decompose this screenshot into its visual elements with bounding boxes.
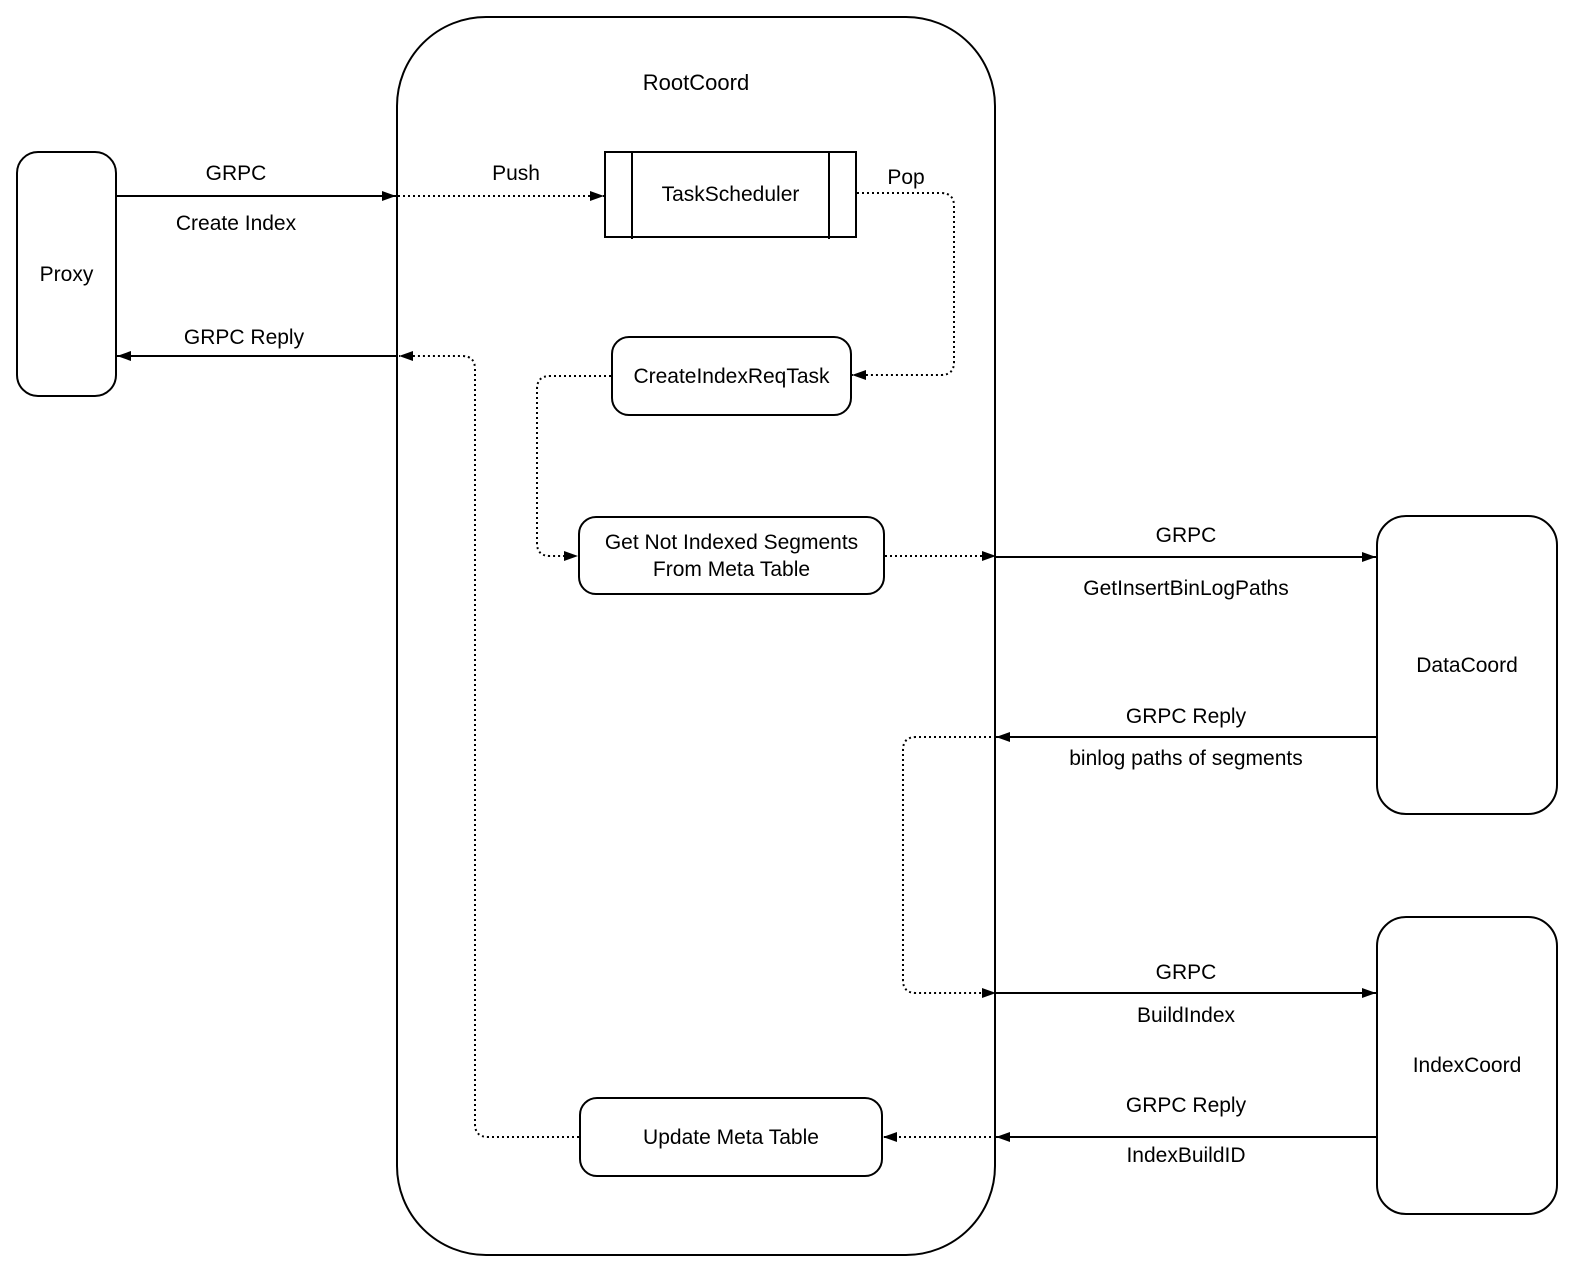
task-scheduler-node: TaskScheduler xyxy=(604,150,857,239)
label-getinsertbinlog-line2: GetInsertBinLogPaths xyxy=(1079,577,1293,601)
create-index-req-task-label: CreateIndexReqTask xyxy=(633,364,830,388)
proxy-label: Proxy xyxy=(39,262,94,286)
get-not-indexed-segments-node: Get Not Indexed Segments From Meta Table xyxy=(578,516,885,595)
edge-pop xyxy=(852,192,955,380)
task-scheduler-label: TaskScheduler xyxy=(661,183,800,206)
index-coord-label: IndexCoord xyxy=(1412,1054,1522,1077)
label-reply-binlog-line2: binlog paths of segments xyxy=(1065,747,1307,771)
label-grpc-reply-proxy: GRPC Reply xyxy=(179,326,309,350)
update-meta-table-node: Update Meta Table xyxy=(579,1097,883,1177)
task-scheduler-right-bar xyxy=(828,150,830,239)
get-not-indexed-segments-label-line1: Get Not Indexed Segments xyxy=(604,530,859,554)
proxy-node: Proxy xyxy=(16,151,117,397)
label-buildindex-line2: BuildIndex xyxy=(1132,1004,1240,1028)
label-reply-indexbuild-line2: IndexBuildID xyxy=(1122,1144,1250,1168)
label-grpc-create-index-line1: GRPC xyxy=(201,162,271,186)
task-scheduler-left-bar xyxy=(631,150,633,239)
edge-update-meta-to-boundary xyxy=(399,351,579,1138)
edge-binlog-to-buildindex-connector xyxy=(902,736,996,998)
label-grpc-create-index-line2: Create Index xyxy=(171,212,301,236)
rootcoord-title: RootCoord xyxy=(642,70,750,95)
label-reply-indexbuild-line1: GRPC Reply xyxy=(1121,1094,1251,1118)
update-meta-table-label: Update Meta Table xyxy=(643,1125,819,1149)
get-not-indexed-segments-label-line2: From Meta Table xyxy=(652,557,811,581)
rootcoord-container: RootCoord xyxy=(396,16,996,1256)
label-buildindex-line1: GRPC xyxy=(1151,961,1221,985)
label-getinsertbinlog-line1: GRPC xyxy=(1151,524,1221,548)
edge-task-to-get-segments xyxy=(536,375,611,561)
label-pop: Pop xyxy=(883,166,929,190)
index-coord-node: IndexCoord xyxy=(1376,916,1558,1215)
data-coord-label: DataCoord xyxy=(1416,653,1518,677)
create-index-req-task-node: CreateIndexReqTask xyxy=(611,336,852,416)
label-reply-binlog-line1: GRPC Reply xyxy=(1121,705,1251,729)
data-coord-node: DataCoord xyxy=(1376,515,1558,815)
label-push: Push xyxy=(488,162,544,186)
